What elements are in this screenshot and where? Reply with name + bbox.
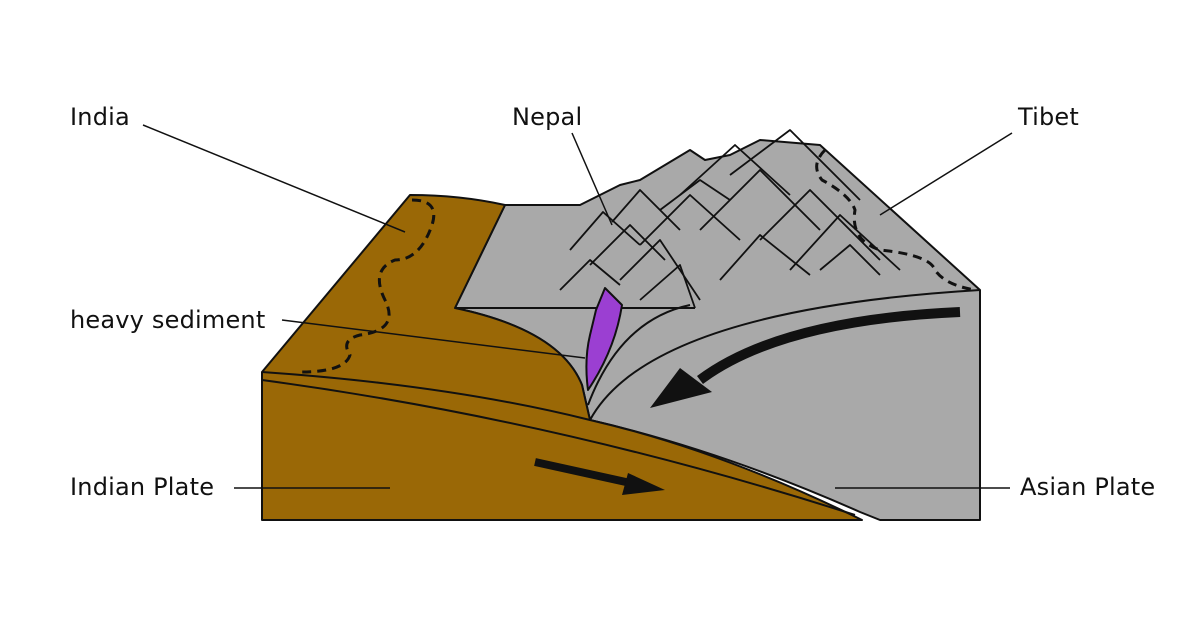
- indian-plate-block: [261, 194, 863, 521]
- heavy-sediment-wedge: [585, 287, 623, 391]
- label-indian-plate: Indian Plate: [70, 473, 215, 501]
- asian-plate-arrowhead: [650, 368, 712, 408]
- label-nepal: Nepal: [512, 103, 583, 131]
- dashed-border-tibet: [815, 148, 976, 292]
- label-asian-plate: Asian Plate: [1020, 473, 1156, 501]
- label-tibet: Tibet: [1018, 103, 1079, 131]
- label-india: India: [70, 103, 130, 131]
- label-heavy-sediment: heavy sediment: [70, 306, 266, 334]
- asian-plate-motion-arrow: [697, 307, 961, 385]
- dashed-border-india: [299, 198, 436, 374]
- indian-plate-motion-arrow: [622, 473, 665, 495]
